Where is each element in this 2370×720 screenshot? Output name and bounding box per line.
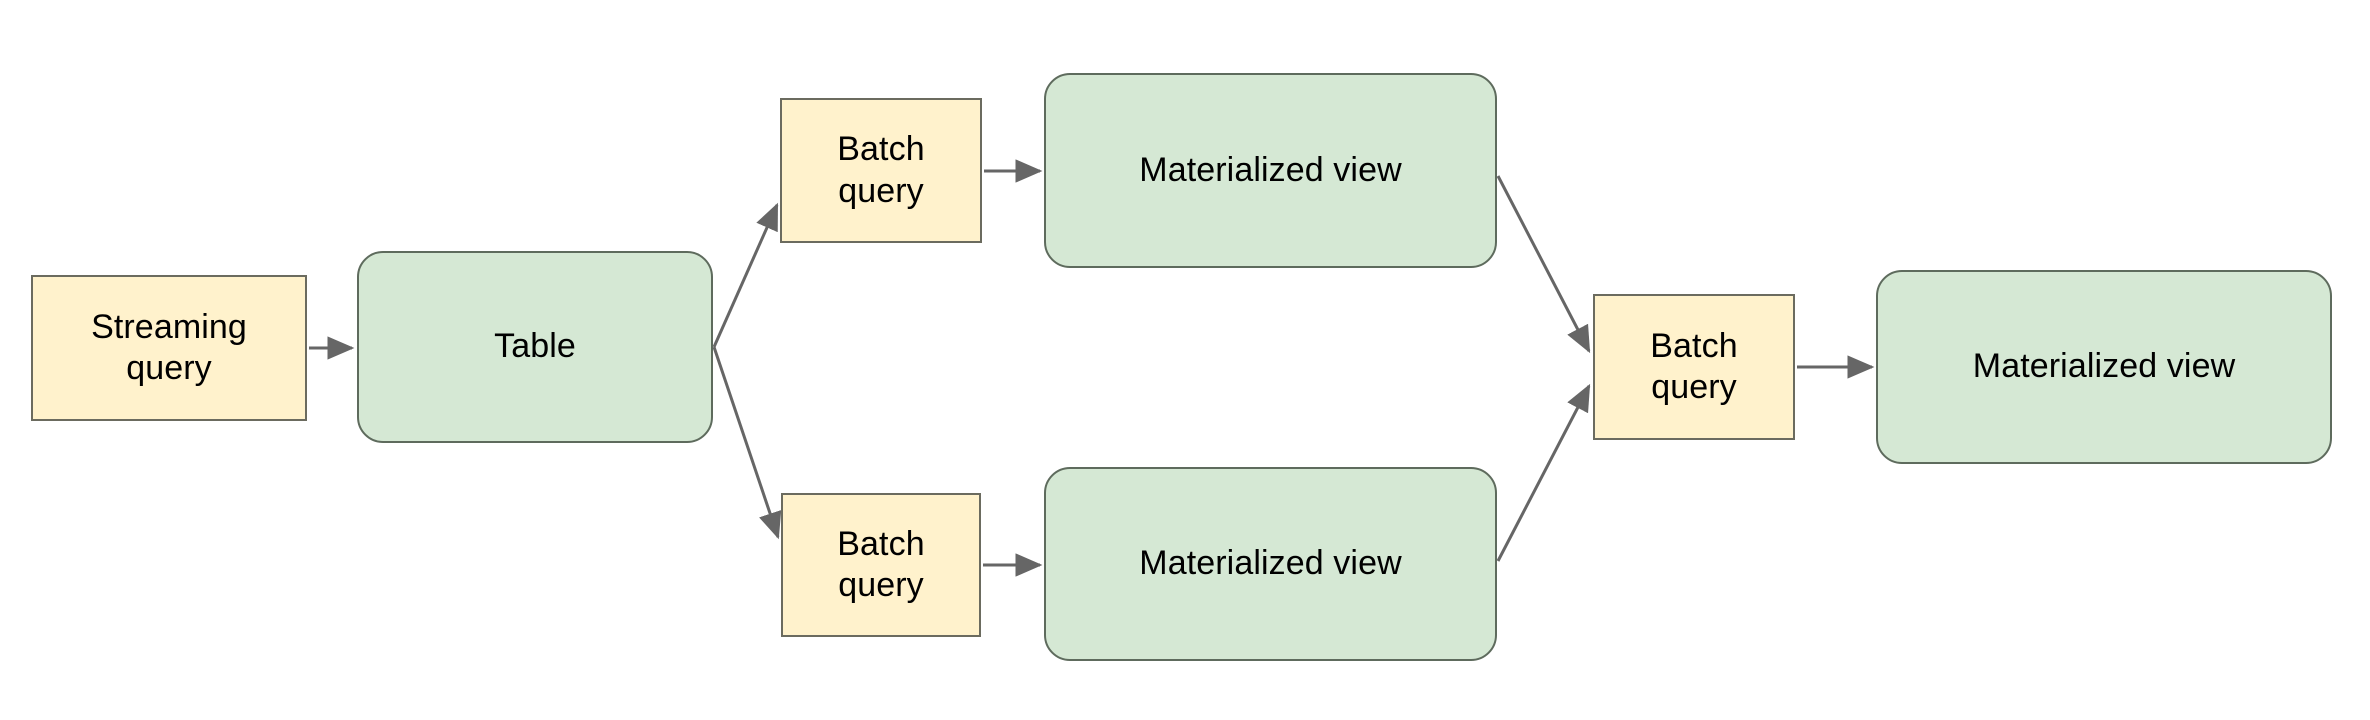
edge-table-to-batch-query-bottom — [712, 346, 782, 540]
node-batch-query-top[interactable]: Batch query — [780, 98, 982, 243]
node-label: Materialized view — [1139, 150, 1402, 189]
node-materialized-view-bottom[interactable]: Materialized view — [1044, 467, 1497, 661]
edge-table-to-batch-query-top — [712, 202, 779, 348]
node-batch-query-join[interactable]: Batch query — [1593, 294, 1795, 440]
node-streaming-query[interactable]: Streaming query — [31, 275, 307, 421]
node-label: Materialized view — [1972, 347, 2236, 386]
edge-mv-top-to-batch-query-join — [1496, 175, 1591, 354]
node-label: Materialized view — [1139, 544, 1402, 583]
node-label: Table — [494, 327, 576, 366]
node-label: Streaming query — [91, 307, 247, 387]
edge-mv-bottom-to-batch-query-join — [1496, 383, 1591, 562]
node-materialized-view-top[interactable]: Materialized view — [1044, 73, 1497, 268]
node-label: Batch query — [1650, 326, 1738, 406]
node-label: Batch query — [837, 130, 925, 210]
node-materialized-view-final[interactable]: Materialized view — [1876, 270, 2332, 464]
node-batch-query-bottom[interactable]: Batch query — [781, 493, 981, 637]
node-table[interactable]: Table — [357, 251, 713, 443]
node-label: Batch query — [837, 524, 925, 604]
